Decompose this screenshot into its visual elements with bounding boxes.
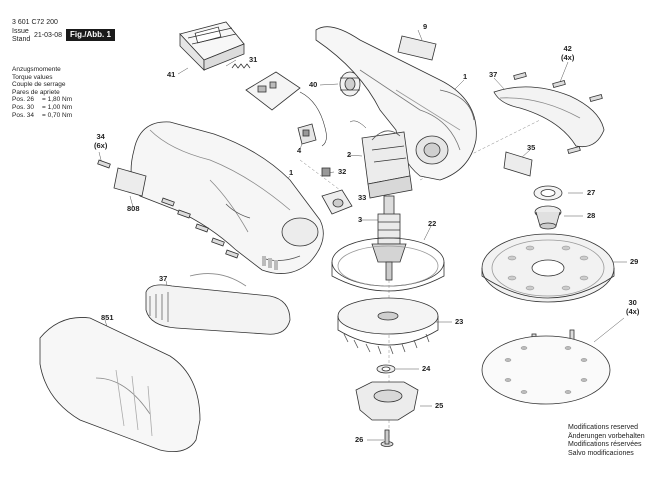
part-quantity: (6x) — [94, 141, 108, 150]
torque-pos: Pos. 34 — [12, 111, 35, 119]
modifications-line: Modifications reserved — [568, 424, 639, 431]
part-number: 42 — [563, 44, 572, 53]
part-label-4: 4 — [297, 146, 302, 155]
part-label-22: 22 — [428, 219, 437, 228]
part-40-speed-wheel — [339, 71, 361, 97]
torque-heading: Couple de serrage — [12, 81, 66, 89]
stand-label: Stand — [12, 36, 31, 43]
part-quantity: (4x) — [626, 307, 640, 316]
part-37-dust-extraction-adapter — [145, 273, 291, 335]
part-label-24: 24 — [422, 364, 431, 373]
part-label-851: 851 — [101, 313, 114, 322]
part-label-9: 9 — [423, 22, 428, 31]
part-37-dust-cover-right — [493, 86, 605, 148]
figure-label: Fig./Abb. 1 — [66, 29, 115, 41]
torque-heading: Anzugsmomente — [12, 66, 61, 73]
part-4-switch — [297, 123, 317, 145]
part-label-42: 42 (4x) — [561, 44, 574, 62]
part-32-clip — [321, 167, 331, 177]
part-34-screws — [97, 159, 239, 259]
part-label-3: 3 — [358, 215, 363, 224]
part-851-dust-bag — [39, 317, 201, 453]
circuit-board — [245, 71, 327, 147]
part-number: 34 — [96, 132, 105, 141]
torque-pos: Pos. 30 — [12, 103, 35, 111]
part-label-27: 27 — [587, 188, 596, 197]
torque-value: = 1,80 Nm — [42, 96, 73, 104]
part-24-washer — [376, 364, 396, 374]
part-label-28: 28 — [587, 211, 596, 220]
issue-date: 21-03-08 — [34, 32, 63, 39]
part-label-30: 30 (4x) — [626, 298, 639, 316]
part-label-34: 34 (6x) — [94, 132, 107, 150]
modifications-line: Salvo modificaciones — [568, 449, 634, 457]
part-label-35: 35 — [527, 143, 536, 152]
modifications-note: Modifications reserved Änderungen vorbeh… — [568, 424, 645, 458]
torque-pos: Pos. 26 — [12, 96, 35, 104]
part-label-40: 40 — [309, 80, 318, 89]
part-label-23: 23 — [455, 317, 464, 326]
part-label-31: 31 — [249, 55, 258, 64]
torque-value: = 0,70 Nm — [42, 111, 73, 119]
part-label-26: 26 — [355, 435, 364, 444]
part-35-label — [503, 151, 533, 177]
part-1-lower-housing — [130, 121, 324, 274]
part-28-bearing-seat — [534, 205, 562, 230]
part-25-bearing-housing — [355, 381, 419, 421]
part-42-screws — [513, 72, 603, 154]
torque-heading: Pares de apriete — [12, 88, 60, 96]
part-27-ring — [533, 185, 563, 201]
part-label-33: 33 — [358, 193, 367, 202]
part-label-2: 2 — [347, 150, 352, 159]
part-9-label-plate — [397, 35, 437, 61]
torque-value: = 1,00 Nm — [42, 103, 73, 111]
part-23-fan — [337, 297, 439, 355]
part-label-1-upper: 1 — [463, 72, 468, 81]
part-label-1-lower: 1 — [289, 168, 294, 177]
part-808-label — [113, 167, 147, 197]
doc-number: 3 601 C72 200 — [12, 19, 58, 26]
part-31-spring — [231, 63, 251, 69]
part-label-29: 29 — [630, 257, 639, 266]
torque-row-pos-26: Pos. 26 = 1,80 Nm — [12, 96, 72, 104]
part-26-screw — [380, 429, 394, 447]
part-1-upper-housing — [315, 26, 477, 181]
part-33-holder — [321, 189, 353, 215]
part-label-37-upper: 37 — [489, 70, 498, 79]
sanding-disc — [481, 335, 611, 405]
part-label-25: 25 — [435, 401, 444, 410]
part-number: 30 — [628, 298, 637, 307]
modifications-line: Änderungen vorbehalten — [568, 432, 645, 440]
part-quantity: (4x) — [561, 53, 575, 62]
modifications-line: Modifications réservées — [568, 441, 642, 448]
torque-row-pos-30: Pos. 30 = 1,00 Nm — [12, 104, 72, 112]
part-29-sanding-pad — [481, 233, 615, 303]
issue-label: Issue — [12, 28, 29, 35]
part-41-electronic-module — [179, 21, 245, 71]
part-label-37-lower: 37 — [159, 274, 168, 283]
part-22-fan-ring — [331, 237, 445, 292]
torque-row-pos-34: Pos. 34 = 0,70 Nm — [12, 112, 72, 120]
part-label-808: 808 — [127, 204, 140, 213]
torque-values-block: Anzugsmomente Torque values Couple de se… — [12, 66, 72, 119]
part-2-motor-stator — [349, 120, 413, 199]
torque-heading: Torque values — [12, 73, 53, 81]
part-label-32: 32 — [338, 167, 347, 176]
part-label-41: 41 — [167, 70, 176, 79]
